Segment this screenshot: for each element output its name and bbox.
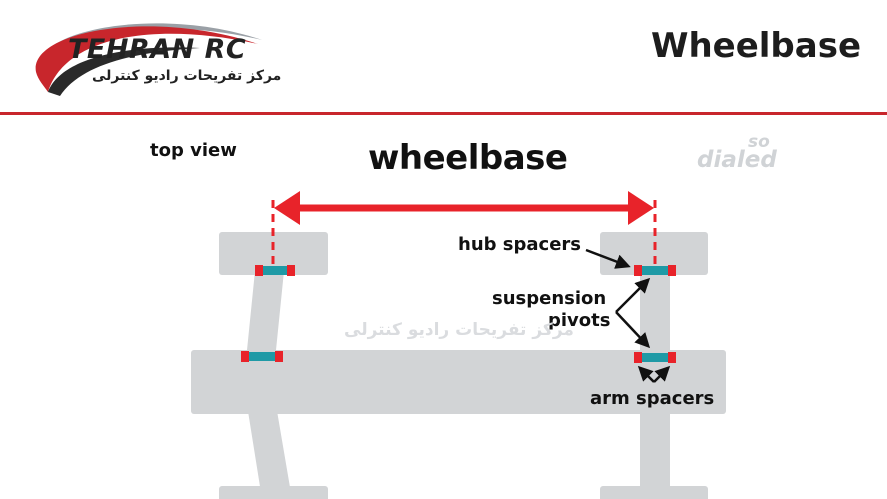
- suspension-pivots-label-line2: pivots: [548, 310, 611, 331]
- hub-spacers-pointer: [585, 248, 631, 269]
- right-rear-arm: [640, 405, 670, 499]
- watermark-text: مرکز تفریحات رادیو کنترلی: [344, 320, 574, 340]
- suspension-pointer-lower: [615, 311, 651, 349]
- diagram-title: wheelbase: [368, 138, 568, 178]
- arm-spacers-pointer-right: [653, 365, 671, 383]
- page-title: Wheelbase: [650, 26, 861, 66]
- hub-spacers-label: hub spacers: [458, 234, 581, 255]
- tehran-rc-logo: [35, 23, 262, 96]
- wheelbase-arrow-right-head: [628, 191, 654, 225]
- brand-mark-line1: so: [748, 132, 770, 152]
- logo-swoosh-red: [35, 26, 258, 92]
- chassis-plate: [191, 350, 726, 414]
- header-divider: [0, 112, 887, 115]
- left-rear-arm: [247, 405, 292, 499]
- right-arm-spacer: [641, 353, 669, 362]
- right-rear-hub: [600, 486, 708, 499]
- wheelbase-arrow-left-head: [274, 191, 300, 225]
- logo-swoosh-dark: [48, 47, 200, 96]
- left-arm-spacer: [248, 352, 276, 361]
- left-front-hub: [219, 232, 328, 275]
- arm-spacers-pointer-left: [637, 365, 655, 383]
- left-front-arm: [246, 271, 284, 360]
- left-hub-spacer: [262, 266, 288, 275]
- brand-mark-line2: dialed: [697, 147, 777, 173]
- suspension-pointer-upper: [615, 277, 651, 313]
- suspension-pivots-label-line1: suspension: [492, 288, 607, 309]
- logo-name: TEHRAN RC: [68, 34, 247, 65]
- arm-spacers-label: arm spacers: [590, 388, 715, 409]
- left-rear-hub: [219, 486, 328, 499]
- logo-subtitle: مرکز تفریحات رادیو کنترلی: [92, 68, 282, 84]
- right-hub-spacer: [641, 266, 669, 275]
- view-label: top view: [150, 140, 237, 161]
